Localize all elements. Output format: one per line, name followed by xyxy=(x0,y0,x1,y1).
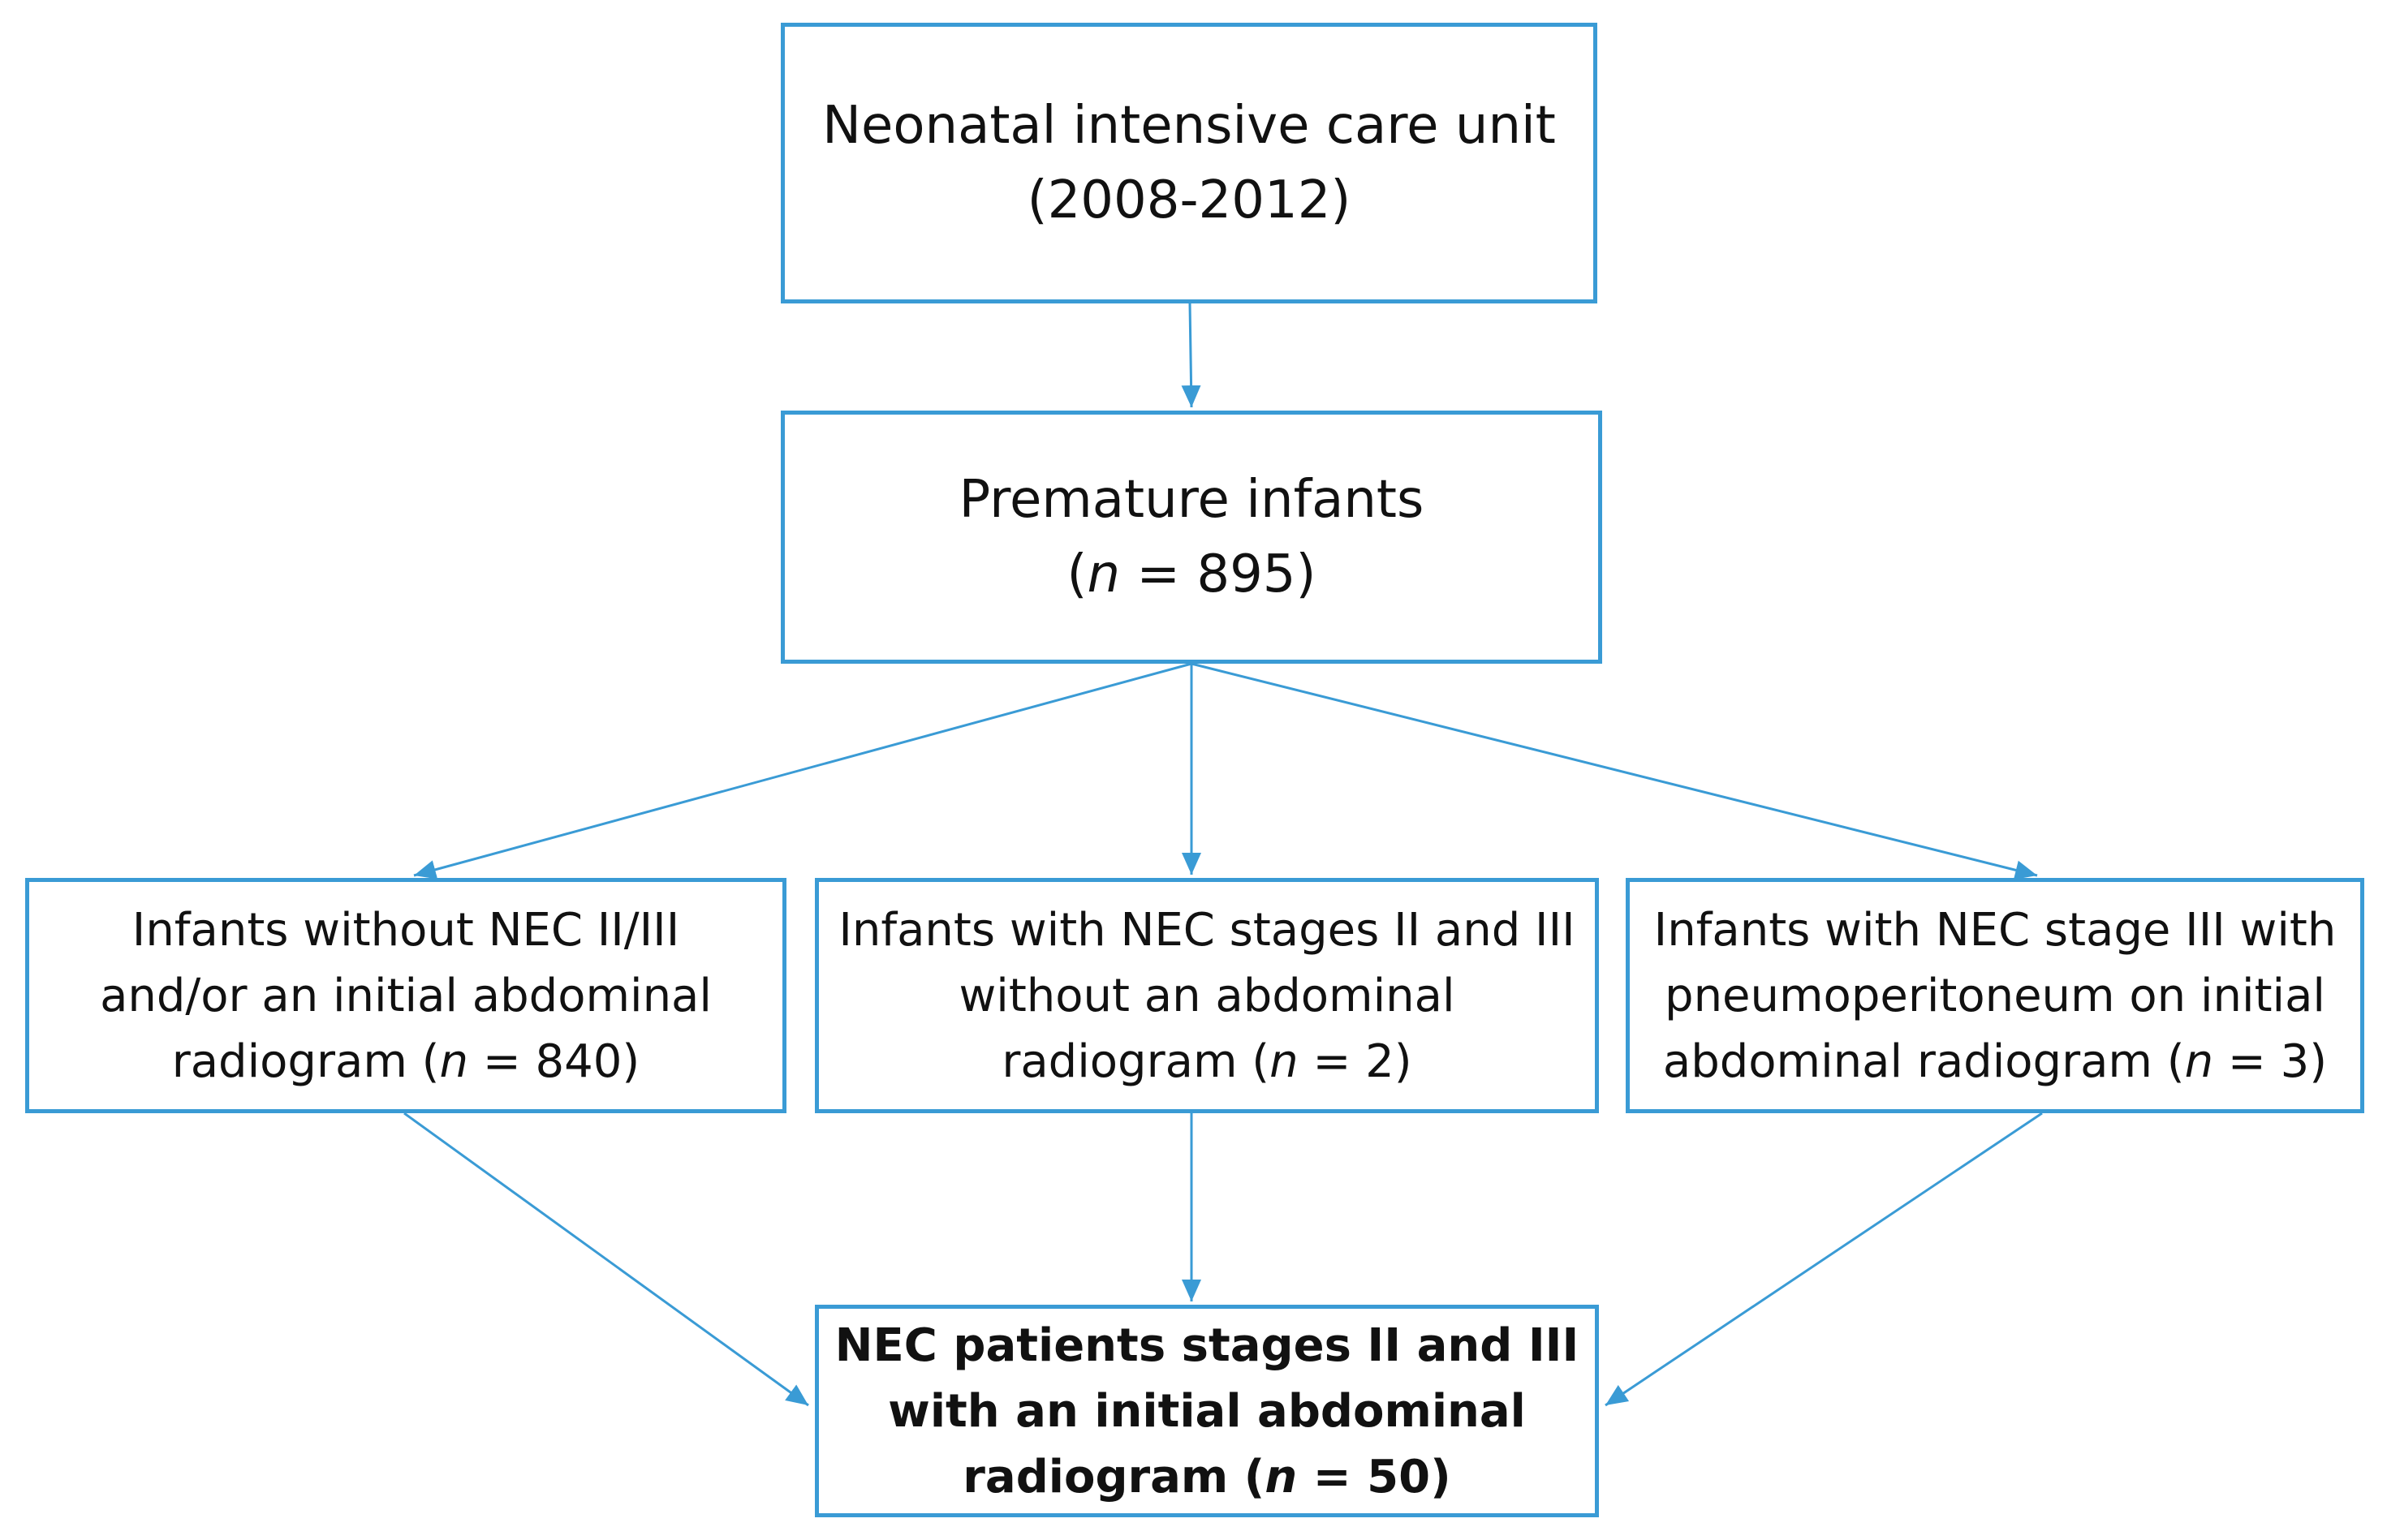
nec-no-radiogram-line-2: without an abdominal xyxy=(959,969,1455,1022)
nec-without-radiogram-box: Infants with NEC stages II and III witho… xyxy=(815,878,1599,1113)
arrow-nicu-to-premature xyxy=(1181,303,1201,408)
premature-infants-box: Premature infants (n = 895) xyxy=(781,411,1602,664)
n-symbol: n xyxy=(1269,1035,1299,1088)
n-symbol: n xyxy=(1265,1450,1298,1503)
nec-no-radiogram-line-1: Infants with NEC stages II and III xyxy=(838,903,1575,957)
arrow-without-nec-to-final xyxy=(403,1112,809,1407)
without-nec-count: radiogram (n = 840) xyxy=(171,1035,640,1088)
nicu-period: (2008-2012) xyxy=(1027,170,1351,230)
n-symbol: n xyxy=(439,1035,469,1088)
arrow-nec-pneumo-to-final xyxy=(1605,1112,2043,1407)
n-symbol: n xyxy=(2184,1035,2214,1088)
arrow-premature-to-without-nec xyxy=(413,662,1192,880)
premature-count: (n = 895) xyxy=(1066,544,1316,604)
final-cohort-box: NEC patients stages II and III with an i… xyxy=(815,1305,1599,1517)
premature-title: Premature infants xyxy=(959,470,1424,530)
nec-pneumo-line-2: pneumoperitoneum on initial xyxy=(1665,969,2325,1022)
final-line-1: NEC patients stages II and III xyxy=(834,1318,1579,1372)
final-line-2: with an initial abdominal xyxy=(888,1384,1526,1438)
nec-pneumo-line-1: Infants with NEC stage III with xyxy=(1653,903,2337,957)
nicu-title: Neonatal intensive care unit xyxy=(822,96,1556,156)
nec-pneumoperitoneum-box: Infants with NEC stage III with pneumope… xyxy=(1626,878,2364,1113)
final-count: radiogram (n = 50) xyxy=(963,1450,1451,1503)
nec-no-radiogram-count: radiogram (n = 2) xyxy=(1002,1035,1412,1088)
without-nec-line-2: and/or an initial abdominal xyxy=(100,969,712,1022)
nicu-box: Neonatal intensive care unit (2008-2012) xyxy=(781,23,1597,303)
without-nec-line-1: Infants without NEC II/III xyxy=(131,903,680,957)
infants-without-nec-box: Infants without NEC II/III and/or an ini… xyxy=(25,878,786,1113)
nec-pneumo-count: abdominal radiogram (n = 3) xyxy=(1662,1035,2328,1088)
n-symbol: n xyxy=(1087,544,1121,604)
arrow-premature-to-nec-pneumo xyxy=(1191,662,2038,880)
